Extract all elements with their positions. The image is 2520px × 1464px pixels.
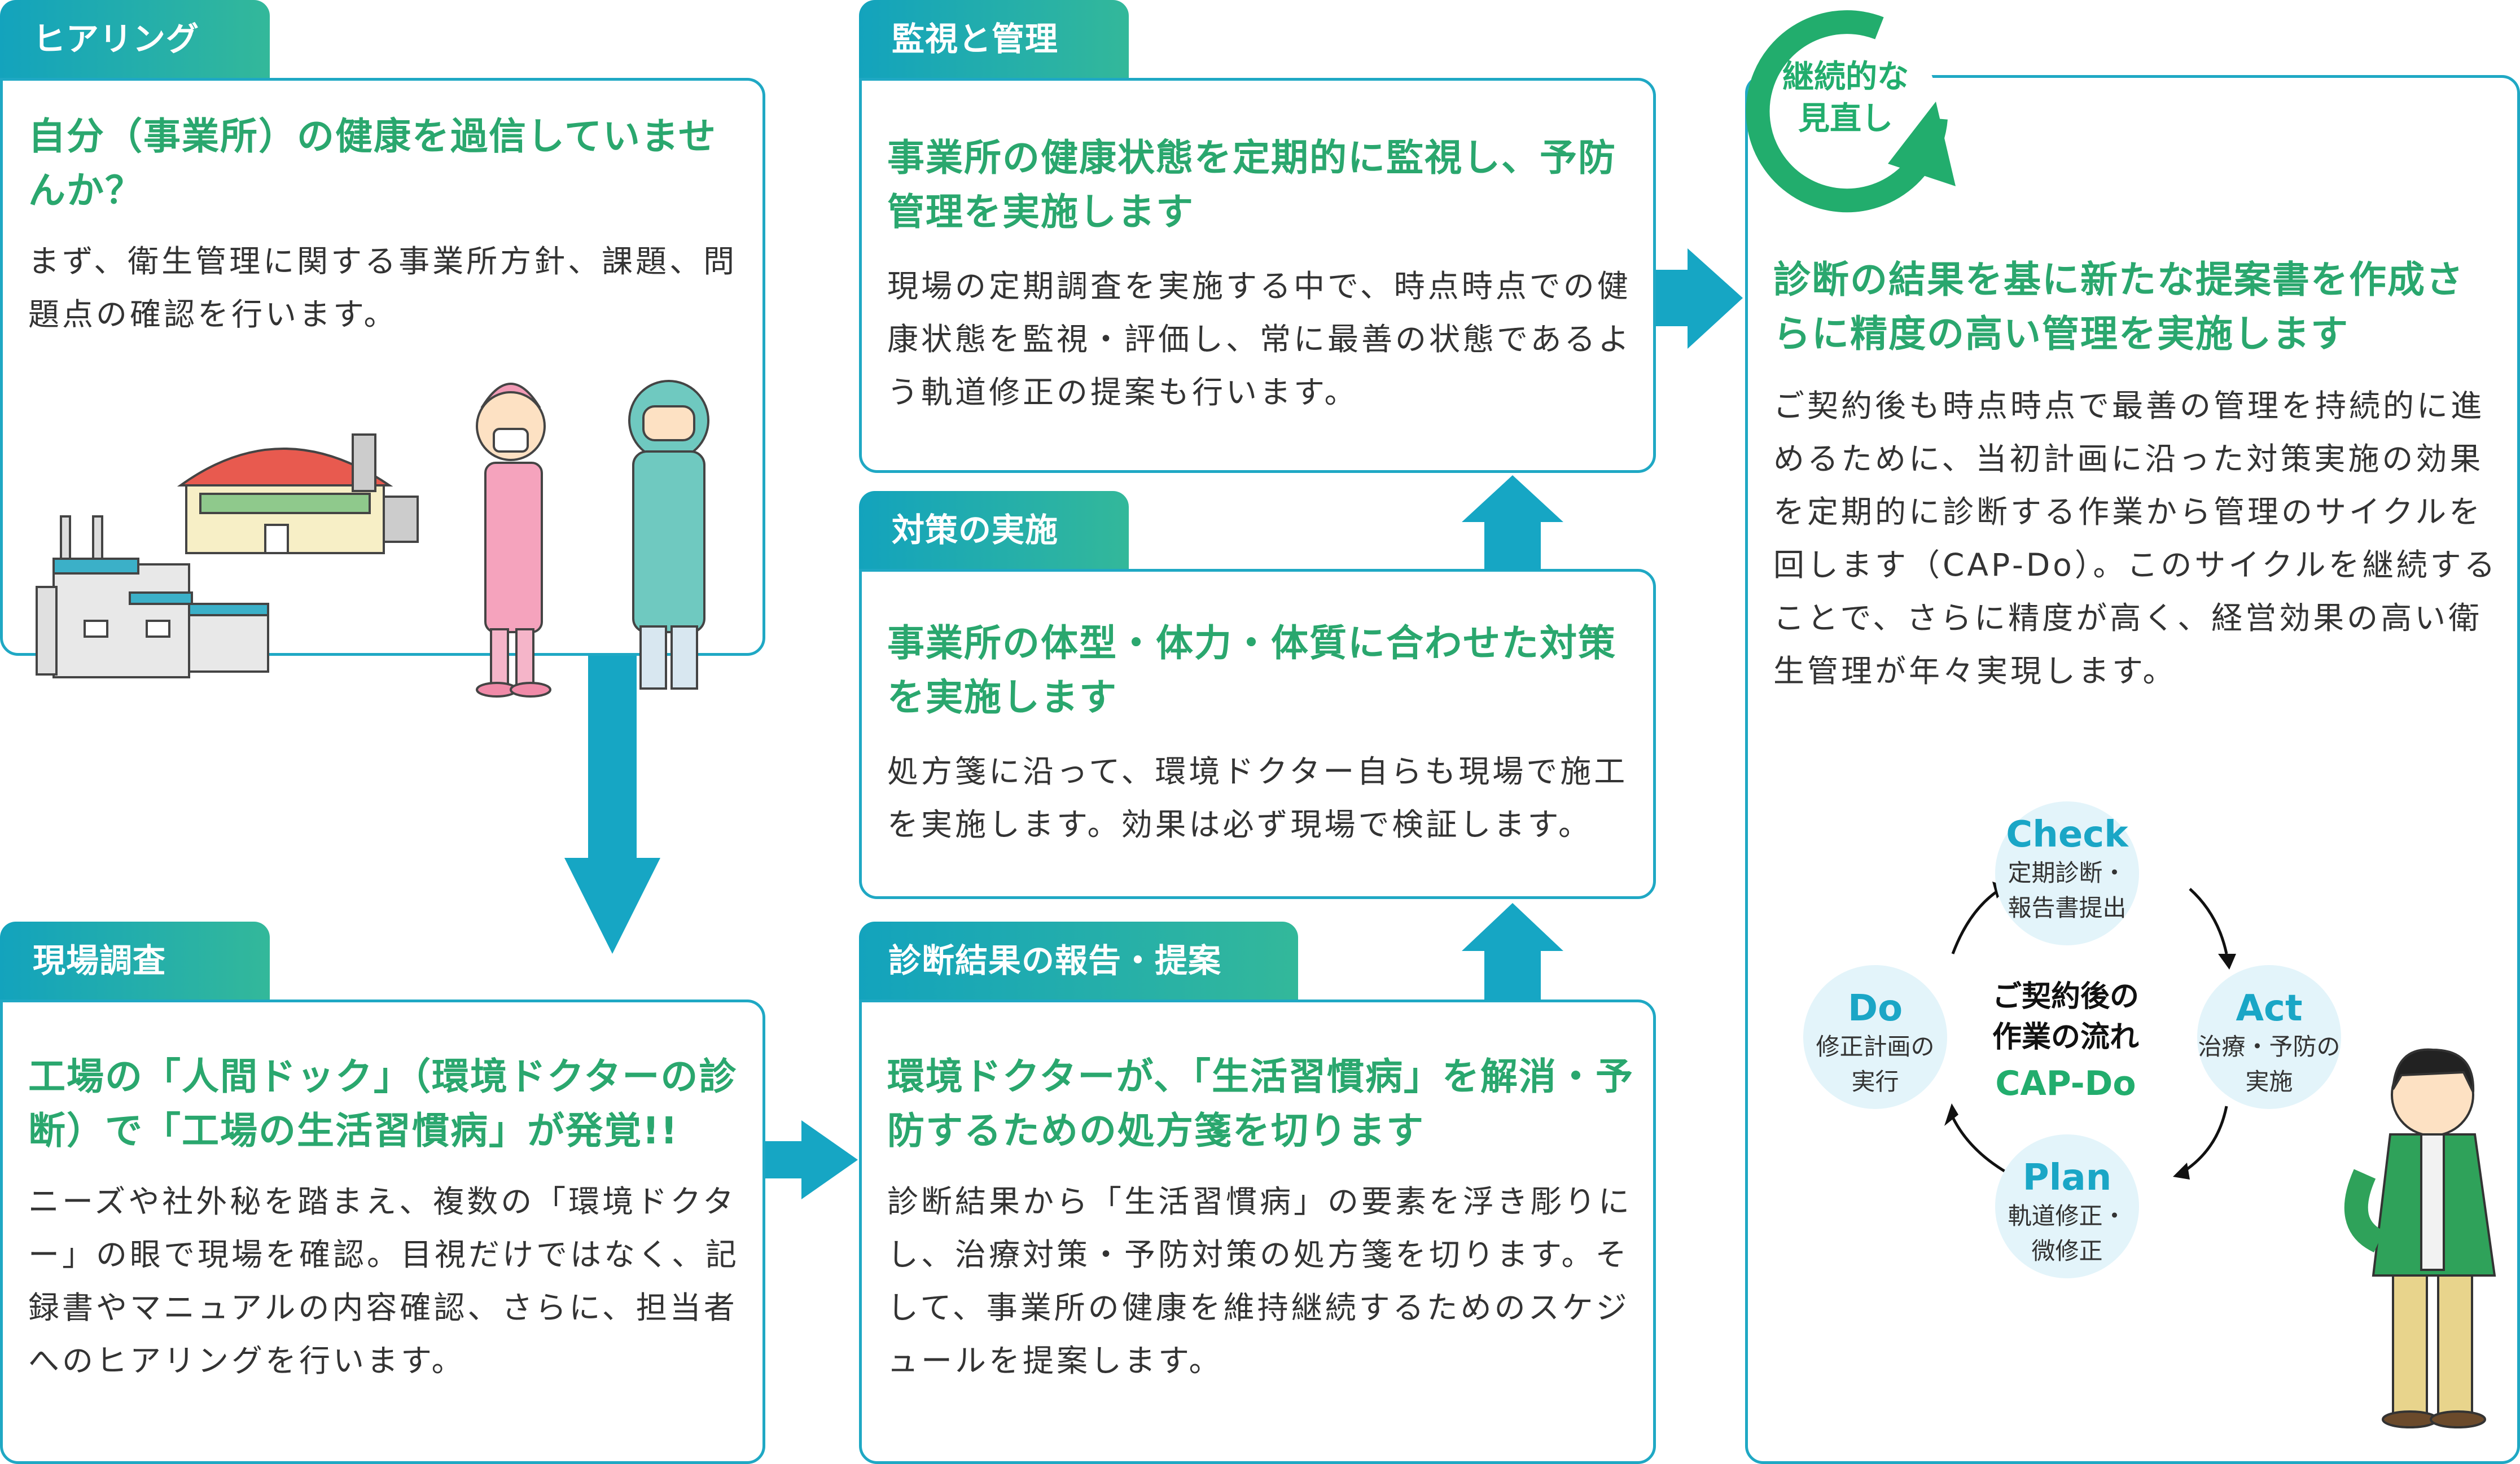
monitor-body: 現場の定期調査を実施する中で、時点時点での健康状態を監視・評価し、常に最善の状態… bbox=[887, 268, 1632, 410]
worker-teal-illustration bbox=[628, 380, 709, 690]
report-body: 診断結果から「生活習慣病」の要素を浮き彫りにし、治療対策・予防対策の処方箋を切り… bbox=[887, 1184, 1633, 1379]
cycle-check-title: Check bbox=[2006, 814, 2128, 856]
tab-hearing: ヒアリング bbox=[0, 0, 270, 78]
review-body: ご契約後も時点時点で最善の管理を持続的に進めるために、当初計画に沿った対策実施の… bbox=[1773, 388, 2498, 689]
cycle-act-title: Act bbox=[2236, 988, 2303, 1029]
cycle-center-line3: CAP-Do bbox=[1995, 1064, 2136, 1103]
survey-heading: 工場の「人間ドック」（環境ドクターの診断）で「工場の生活習慣病」が発覚!! bbox=[28, 1055, 738, 1152]
cycle-act-line1: 治療・予防の bbox=[2198, 1033, 2341, 1060]
survey-box bbox=[0, 1000, 765, 1464]
up-arrow-icon bbox=[1462, 475, 1563, 570]
up-arrow-icon bbox=[1462, 903, 1563, 1001]
worker-pink-illustration bbox=[476, 383, 551, 698]
cycle-plan-line2: 微修正 bbox=[2031, 1237, 2103, 1265]
monitor-box bbox=[859, 78, 1656, 473]
down-arrow-icon bbox=[564, 656, 660, 954]
report-box bbox=[859, 1000, 1656, 1464]
cycle-check-line1: 定期診断・ bbox=[2008, 859, 2127, 887]
hearing-body: まず、衛生管理に関する事業所方針、課題、問題点の確認を行います。 bbox=[28, 243, 738, 332]
doctor-illustration bbox=[2344, 1048, 2496, 1428]
right-arrow-icon bbox=[765, 1120, 858, 1199]
cycle-center-line1: ご契約後の bbox=[1992, 980, 2139, 1014]
report-heading: 環境ドクターが、「生活習慣病」を解消・予防するための処方箋を切ります bbox=[887, 1055, 1634, 1152]
cycle-check: Check 定期診断・ 報告書提出 bbox=[1995, 801, 2139, 945]
cycle-center-line2: 作業の流れ bbox=[1992, 1020, 2139, 1054]
measures-body: 処方箋に沿って、環境ドクター自らも現場で施工を実施します。効果は必ず現場で検証し… bbox=[887, 753, 1628, 843]
survey-body: ニーズや社外秘を踏まえ、複数の「環境ドクター」の眼で現場を確認。目視だけではなく… bbox=[28, 1184, 740, 1379]
cycle-act-line2: 実施 bbox=[2245, 1068, 2293, 1095]
cycle-do-line1: 修正計画の bbox=[1816, 1033, 1935, 1060]
cycle-do-title: Do bbox=[1847, 988, 1903, 1029]
cycle-do-line2: 実行 bbox=[1851, 1068, 1899, 1095]
factory-illustration bbox=[36, 433, 419, 678]
tab-monitor: 監視と管理 bbox=[859, 0, 1129, 78]
cycle-do: Do 修正計画の 実行 bbox=[1803, 965, 1947, 1109]
hearing-heading: 自分（事業所）の健康を過信していませんか？ bbox=[28, 115, 717, 212]
cycle-plan-title: Plan bbox=[2022, 1157, 2112, 1199]
measures-box bbox=[859, 569, 1656, 899]
right-arrow-icon bbox=[1656, 248, 1743, 349]
cycle-plan-line1: 軌道修正・ bbox=[2008, 1202, 2127, 1230]
review-cycle-badge-icon bbox=[1746, 10, 1956, 213]
cycle-check-line2: 報告書提出 bbox=[2008, 894, 2127, 922]
review-badge-text: 継続的な見直し bbox=[1782, 59, 1909, 137]
monitor-heading: 事業所の健康状態を定期的に監視し、予防管理を実施します bbox=[887, 136, 1616, 234]
review-heading: 診断の結果を基に新たな提案書を作成さらに精度の高い管理を実施します bbox=[1773, 258, 2464, 356]
tab-survey: 現場調査 bbox=[0, 922, 270, 1000]
tab-report: 診断結果の報告・提案 bbox=[859, 922, 1298, 1000]
measures-heading: 事業所の体型・体力・体質に合わせた対策を実施します bbox=[887, 621, 1616, 719]
cycle-act: Act 治療・予防の 実施 bbox=[2197, 965, 2341, 1109]
cycle-plan: Plan 軌道修正・ 微修正 bbox=[1995, 1134, 2139, 1278]
tab-measures: 対策の実施 bbox=[859, 491, 1129, 569]
